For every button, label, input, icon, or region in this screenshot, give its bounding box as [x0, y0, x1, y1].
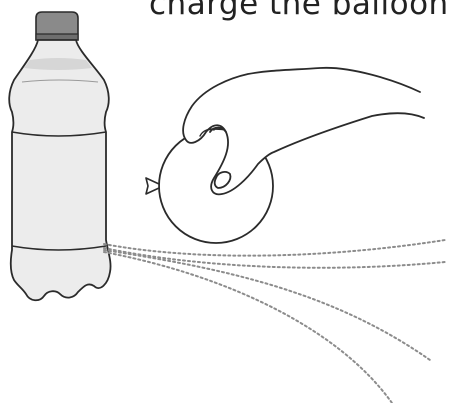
plastic-bottle-icon	[9, 12, 110, 300]
stream-line-1	[104, 240, 445, 256]
caption-text: charge the balloon	[149, 0, 449, 22]
bottle-body	[9, 40, 110, 300]
water-stream-icon	[104, 240, 445, 403]
balloon-knot	[146, 178, 159, 194]
stream-line-4	[104, 252, 392, 403]
bottle-shoulder-shade	[24, 58, 92, 70]
